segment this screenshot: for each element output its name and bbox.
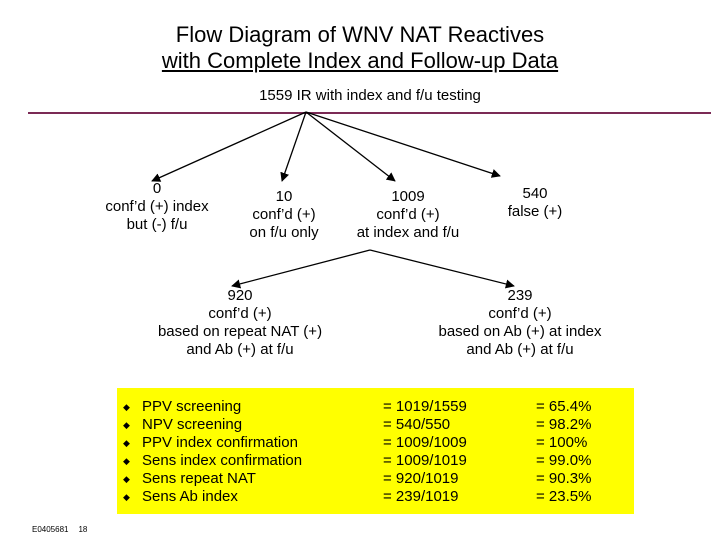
node-line: false (+) — [507, 203, 563, 220]
stat-row: ◆ PPV screening = 1019/1559 = 65.4% — [117, 398, 634, 416]
stat-row: ◆ Sens repeat NAT = 920/1019 = 90.3% — [117, 470, 634, 488]
arrow-to-node-1009 — [305, 111, 396, 182]
node-count: 10 — [275, 188, 293, 205]
stat-row: ◆ Sens Ab index = 239/1019 = 23.5% — [117, 488, 634, 506]
node-line: but (-) f/u — [126, 216, 188, 233]
stat-label: Sens repeat NAT — [142, 470, 256, 487]
stat-fraction: = 1009/1009 — [383, 434, 467, 451]
stat-percent: = 65.4% — [536, 398, 592, 415]
node-line: conf’d (+) — [252, 206, 316, 223]
arrow-to-node-540 — [305, 111, 501, 178]
arrow-to-node-239 — [369, 249, 515, 289]
node-line: on f/u only — [249, 224, 319, 241]
node-count: 1009 — [391, 188, 425, 205]
node-count: 0 — [152, 180, 162, 197]
bullet-icon: ◆ — [123, 474, 130, 484]
stat-percent: = 98.2% — [536, 416, 592, 433]
node-false-positive: 540 false (+) — [490, 185, 580, 221]
diagram-title-line-1: Flow Diagram of WNV NAT Reactives — [175, 22, 545, 47]
bullet-icon: ◆ — [123, 492, 130, 502]
stat-label: PPV screening — [142, 398, 242, 415]
node-count: 540 — [522, 185, 548, 202]
bullet-icon: ◆ — [123, 456, 130, 466]
node-line: based on Ab (+) at index — [438, 323, 602, 340]
slide-footer: E0405681 18 — [32, 525, 87, 535]
node-count: 239 — [507, 287, 533, 304]
stat-fraction: = 920/1019 — [383, 470, 459, 487]
node-line: conf’d (+) — [488, 305, 552, 322]
node-line: based on repeat NAT (+) — [157, 323, 323, 340]
stat-row: ◆ Sens index confirmation = 1009/1019 = … — [117, 452, 634, 470]
stat-percent: = 99.0% — [536, 452, 592, 469]
arrow-to-node-920 — [231, 249, 371, 289]
stat-row: ◆ PPV index confirmation = 1009/1009 = 1… — [117, 434, 634, 452]
node-line: conf’d (+) — [208, 305, 272, 322]
stat-label: PPV index confirmation — [142, 434, 298, 451]
stat-label: Sens index confirmation — [142, 452, 303, 469]
node-line: conf’d (+) — [376, 206, 440, 223]
node-line: conf’d (+) index — [105, 198, 209, 215]
stat-percent: = 23.5% — [536, 488, 592, 505]
stat-fraction: = 1019/1559 — [383, 398, 467, 415]
root-node: 1559 IR with index and f/u testing — [259, 87, 481, 104]
stat-fraction: = 239/1019 — [383, 488, 459, 505]
node-confirmed-index-and-fu: 1009 conf’d (+) at index and f/u — [340, 188, 476, 242]
stat-percent: = 90.3% — [536, 470, 592, 487]
node-count: 920 — [227, 287, 253, 304]
node-line: at index and f/u — [356, 224, 460, 241]
stats-panel: ◆ PPV screening = 1019/1559 = 65.4% ◆ NP… — [117, 388, 634, 514]
stat-fraction: = 540/550 — [383, 416, 451, 433]
stat-percent: = 100% — [536, 434, 588, 451]
diagram-title-line-2: with Complete Index and Follow-up Data — [161, 48, 559, 73]
stat-row: ◆ NPV screening = 540/550 = 98.2% — [117, 416, 634, 434]
bullet-icon: ◆ — [123, 402, 130, 412]
node-line: and Ab (+) at f/u — [186, 341, 294, 358]
node-confirmed-index-negative-fu: 0 conf’d (+) index but (-) f/u — [92, 180, 222, 234]
stat-fraction: = 1009/1019 — [383, 452, 467, 469]
arrow-to-node-10 — [280, 111, 307, 182]
bullet-icon: ◆ — [123, 420, 130, 430]
document-code: E0405681 — [32, 525, 69, 534]
page-number: 18 — [78, 525, 88, 534]
divider-rule — [28, 112, 711, 114]
node-line: and Ab (+) at f/u — [466, 341, 574, 358]
arrow-to-node-0 — [151, 111, 307, 182]
bullet-icon: ◆ — [123, 438, 130, 448]
stat-label: NPV screening — [142, 416, 243, 433]
stat-label: Sens Ab index — [142, 488, 238, 505]
node-confirmed-repeat-nat: 920 conf’d (+) based on repeat NAT (+) a… — [125, 287, 355, 359]
node-confirmed-fu-only: 10 conf’d (+) on f/u only — [228, 188, 340, 242]
node-confirmed-ab-index: 239 conf’d (+) based on Ab (+) at index … — [410, 287, 630, 359]
